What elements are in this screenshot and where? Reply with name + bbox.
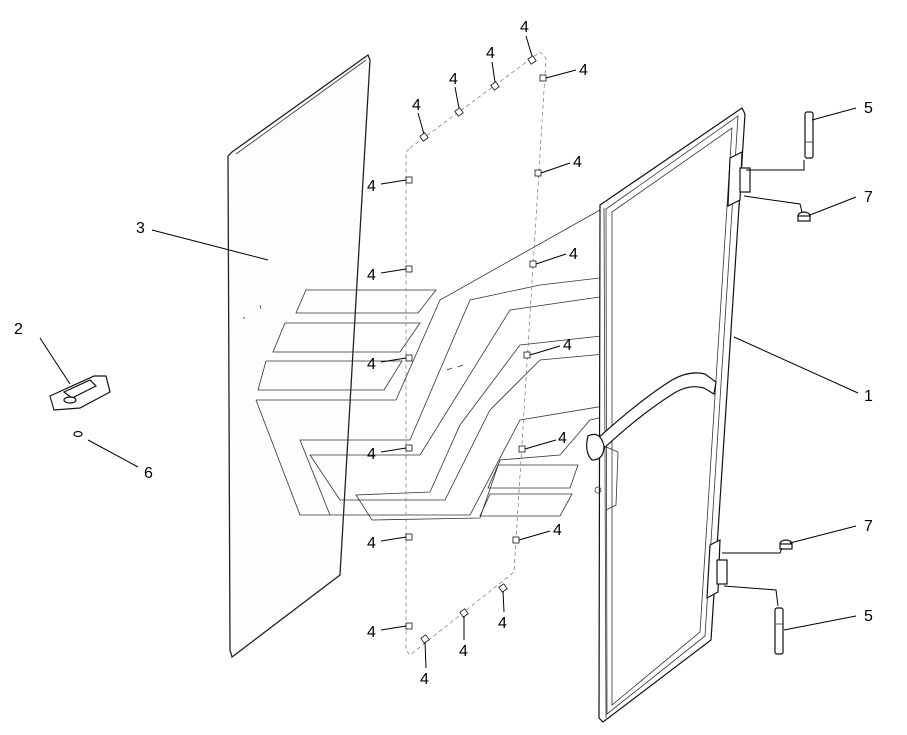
callout-4: 4 xyxy=(563,337,572,354)
callout-3: 3 xyxy=(136,220,145,237)
glass-panel-part-3 xyxy=(227,53,371,659)
callout-2: 2 xyxy=(14,321,23,338)
washer-part-6 xyxy=(73,430,83,438)
callout-4: 4 xyxy=(412,97,421,114)
callout-4: 4 xyxy=(520,19,529,36)
callout-5-top: 5 xyxy=(864,100,873,117)
callout-5-bottom: 5 xyxy=(864,608,873,625)
callout-4: 4 xyxy=(498,615,507,632)
callout-4: 4 xyxy=(367,535,376,552)
door-frame-part-1 xyxy=(446,107,751,723)
callout-4: 4 xyxy=(367,624,376,641)
callout-4: 4 xyxy=(367,178,376,195)
callout-labels: 1 2 3 5 5 6 7 7 4 4 4 4 4 4 4 4 4 4 4 4 … xyxy=(14,19,873,688)
callout-4: 4 xyxy=(579,62,588,79)
clips-part-4 xyxy=(405,55,547,644)
callout-4: 4 xyxy=(367,446,376,463)
callout-7-bottom: 7 xyxy=(864,518,873,535)
callout-4: 4 xyxy=(459,643,468,660)
callout-4: 4 xyxy=(367,356,376,373)
callout-7-top: 7 xyxy=(864,189,873,206)
callout-6: 6 xyxy=(144,465,153,482)
hinge-pins-part-5 xyxy=(774,111,814,655)
callout-4: 4 xyxy=(420,671,429,688)
callout-4: 4 xyxy=(569,246,578,263)
decal-stripes xyxy=(255,161,695,521)
callout-4: 4 xyxy=(573,154,582,171)
bushings-part-7 xyxy=(779,211,811,550)
latch-bracket-part-2 xyxy=(49,375,111,411)
callout-4: 4 xyxy=(486,45,495,62)
callout-4: 4 xyxy=(449,71,458,88)
leader-lines xyxy=(39,35,859,669)
callout-1: 1 xyxy=(864,388,873,405)
callout-4: 4 xyxy=(558,430,567,447)
callout-4: 4 xyxy=(367,267,376,284)
callout-4: 4 xyxy=(553,522,562,539)
